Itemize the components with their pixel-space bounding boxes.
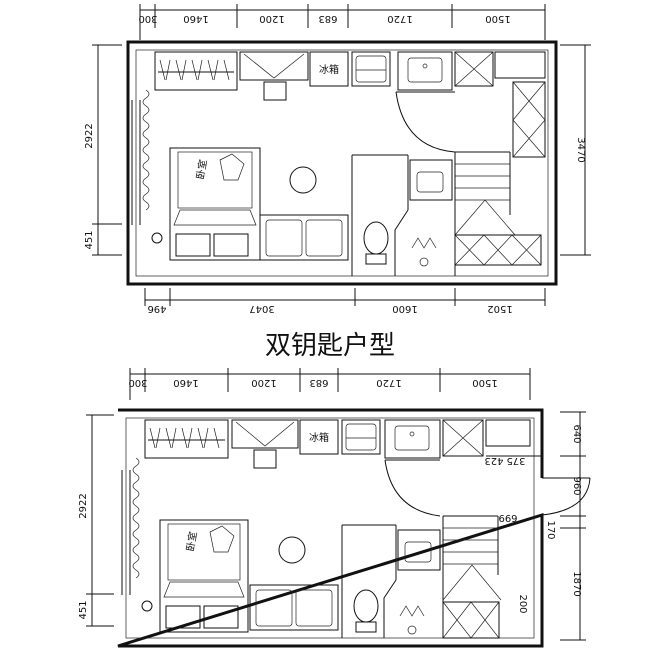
bed: 卧室 bbox=[169, 147, 261, 261]
plan-title: 双钥匙户型 bbox=[265, 331, 395, 361]
top-right-cabinets bbox=[454, 51, 546, 158]
socket bbox=[151, 232, 163, 244]
dim-inner-375: 375 bbox=[506, 455, 525, 466]
sofa bbox=[259, 214, 349, 261]
dim-left2-451: 451 bbox=[78, 600, 89, 619]
outer-wall-2 bbox=[117, 408, 544, 648]
entrance-door-2 bbox=[384, 459, 441, 517]
outer-wall bbox=[126, 40, 558, 286]
dim-top-1500: 1500 bbox=[485, 13, 510, 24]
sofa-2 bbox=[249, 584, 339, 631]
exterior-door bbox=[541, 477, 591, 516]
fridge-2: 冰箱 bbox=[299, 419, 339, 455]
dim-left-2922: 2922 bbox=[84, 123, 95, 148]
dim-right2-170: 170 bbox=[545, 520, 556, 539]
fridge: 冰箱 bbox=[309, 51, 349, 87]
round-table-2 bbox=[278, 536, 306, 564]
dim-right-3470: 3470 bbox=[575, 137, 586, 162]
kitchen-sink bbox=[397, 51, 453, 91]
washing-machine-2 bbox=[341, 419, 381, 455]
dim-left2-2922: 2922 bbox=[78, 493, 89, 518]
bottom-floor-plan: 300 1460 1200 683 1720 1500 冰箱 bbox=[78, 368, 591, 648]
dim-top2-1200: 1200 bbox=[251, 377, 276, 388]
dim-top2-683: 683 bbox=[309, 377, 328, 388]
radiator-strip bbox=[142, 89, 150, 211]
dim-bottom-1600: 1600 bbox=[392, 303, 417, 314]
fridge-label-2: 冰箱 bbox=[309, 431, 329, 444]
radiator-strip-2 bbox=[132, 457, 140, 579]
bed-2: 卧室 bbox=[159, 519, 249, 633]
dim-right2-640: 640 bbox=[571, 424, 582, 443]
round-table bbox=[289, 166, 317, 194]
dim-top2-300: 300 bbox=[128, 377, 147, 388]
dim-top2-1720: 1720 bbox=[376, 377, 401, 388]
dim-top-1720: 1720 bbox=[387, 13, 412, 24]
top-dimension-line bbox=[139, 4, 546, 40]
staircase bbox=[454, 151, 542, 276]
dim-top-683: 683 bbox=[318, 13, 337, 24]
desk bbox=[239, 51, 309, 101]
dim-bottom-1502: 1502 bbox=[487, 303, 512, 314]
bed-label: 卧室 bbox=[193, 158, 209, 180]
dim-bottom-3047: 3047 bbox=[249, 303, 274, 314]
washing-machine bbox=[351, 51, 391, 87]
wardrobe-2 bbox=[144, 419, 229, 459]
bathroom bbox=[351, 154, 453, 276]
dim-right2-960: 960 bbox=[571, 476, 582, 495]
staircase-2: 669 200 bbox=[442, 514, 528, 639]
dim-inner-423: 423 bbox=[484, 455, 503, 466]
kitchen-sink-2 bbox=[384, 419, 441, 459]
top-floor-plan: 300 1460 1200 683 1720 1500 冰箱 bbox=[84, 4, 591, 314]
window-left bbox=[131, 100, 141, 225]
dim-top-1460: 1460 bbox=[183, 13, 208, 24]
dim-inner-669: 669 bbox=[498, 514, 517, 525]
desk-2 bbox=[231, 419, 299, 469]
bathroom-2 bbox=[341, 524, 441, 638]
dim-top-1200: 1200 bbox=[259, 13, 284, 24]
dim-bottom-496: 496 bbox=[147, 303, 166, 314]
dim-top-300: 300 bbox=[138, 13, 157, 24]
dim-top2-1460: 1460 bbox=[173, 377, 198, 388]
dim-right2-1870: 1870 bbox=[571, 571, 582, 596]
bed-label-2: 卧室 bbox=[183, 530, 199, 552]
cabinet-x-2 bbox=[442, 419, 542, 457]
socket-2 bbox=[141, 600, 153, 612]
wardrobe bbox=[154, 51, 238, 91]
entrance-door bbox=[395, 91, 456, 153]
dim-left-451: 451 bbox=[84, 230, 95, 249]
dim-inner-200: 200 bbox=[517, 594, 528, 613]
dim-top2-1500: 1500 bbox=[472, 377, 497, 388]
fridge-label: 冰箱 bbox=[319, 63, 339, 76]
